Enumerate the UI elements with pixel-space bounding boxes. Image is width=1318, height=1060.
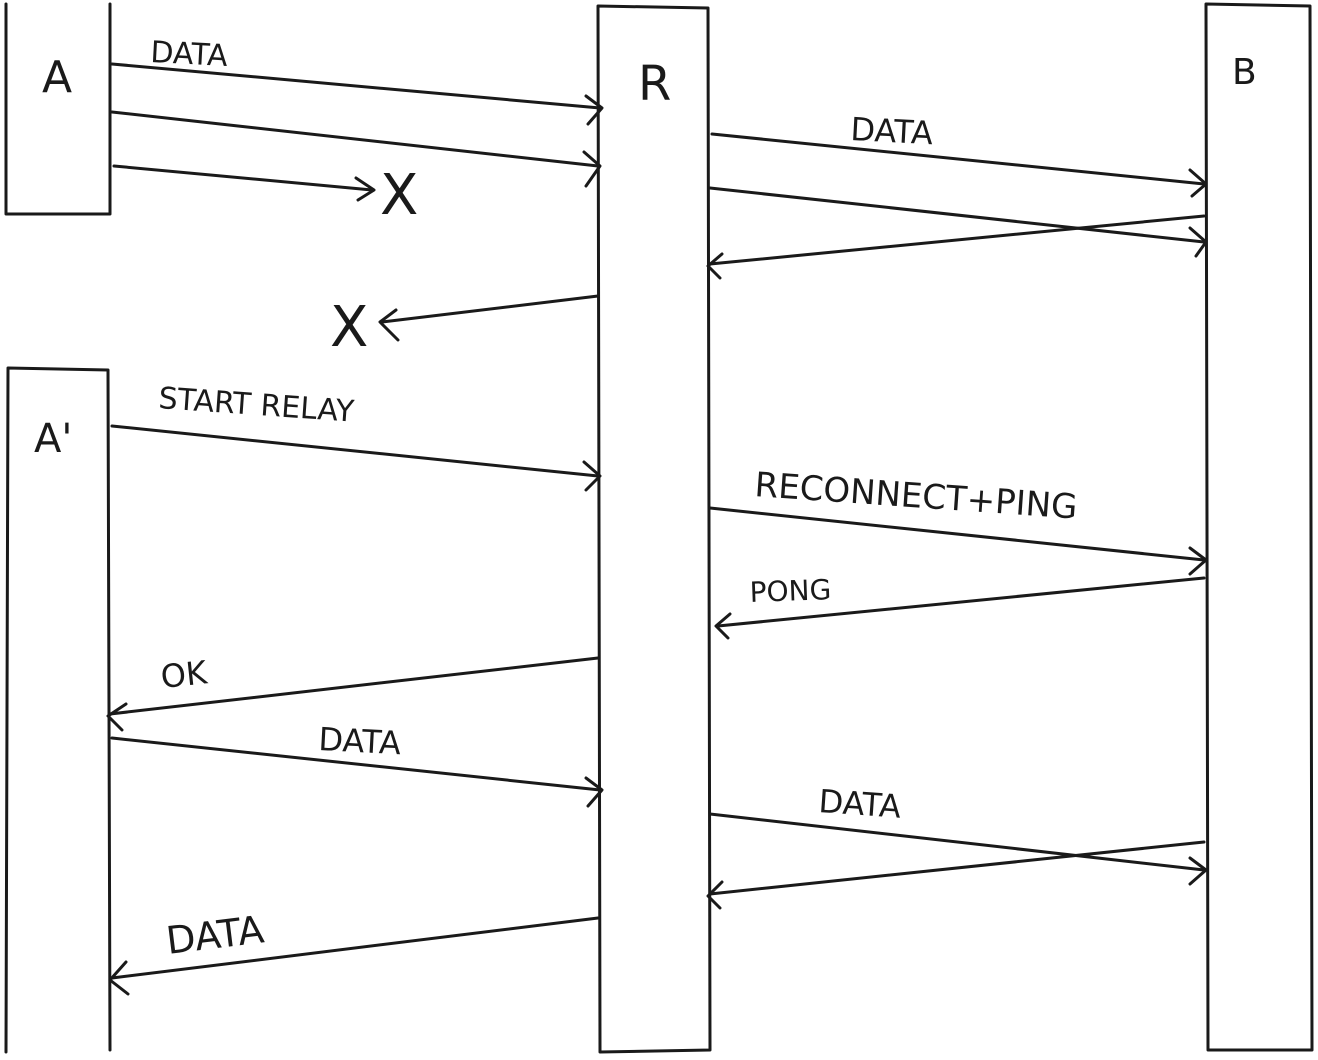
message-r-to-b-2 [708,186,1208,258]
message-a-to-r-data-1-label: DATA [150,35,229,74]
participant-a-prime-label: A' [34,416,72,462]
lifeline-b [1204,2,1314,1052]
message-pong [714,576,1206,640]
message-pong-label: PONG [749,573,832,609]
message-b-to-r-1 [706,214,1206,280]
message-ok [106,656,600,732]
message-a-prime-to-r-data-label: DATA [318,720,402,762]
message-start-relay [110,424,602,492]
message-r-lost [378,294,600,342]
message-r-to-b-data-1-label: DATA [850,110,934,152]
message-ok-label: OK [159,653,210,696]
message-b-to-r-2 [706,840,1206,910]
message-a-to-r-data-1 [110,62,604,126]
message-r-to-a-prime-data [108,916,600,996]
lifeline-r [596,4,712,1054]
lifeline-a-prime [4,366,112,1054]
message-a-to-r-2 [110,110,602,188]
message-r-to-b-data-1 [710,132,1208,198]
lost-mark-left: X [330,295,368,360]
message-r-to-b-data-2 [708,812,1208,886]
message-a-lost [112,164,376,202]
message-r-to-a-prime-data-label: DATA [164,907,267,963]
message-reconnect-ping [708,506,1208,576]
message-a-prime-to-r-data [110,736,604,808]
lifeline-a [4,2,112,216]
participant-r-label: R [638,56,671,112]
lost-mark-right: X [380,163,418,228]
message-start-relay-label: START RELAY [157,381,355,430]
message-r-to-b-data-2-label: DATA [817,782,902,826]
participant-b-label: B [1232,52,1257,93]
participant-a-label: A [42,52,72,103]
